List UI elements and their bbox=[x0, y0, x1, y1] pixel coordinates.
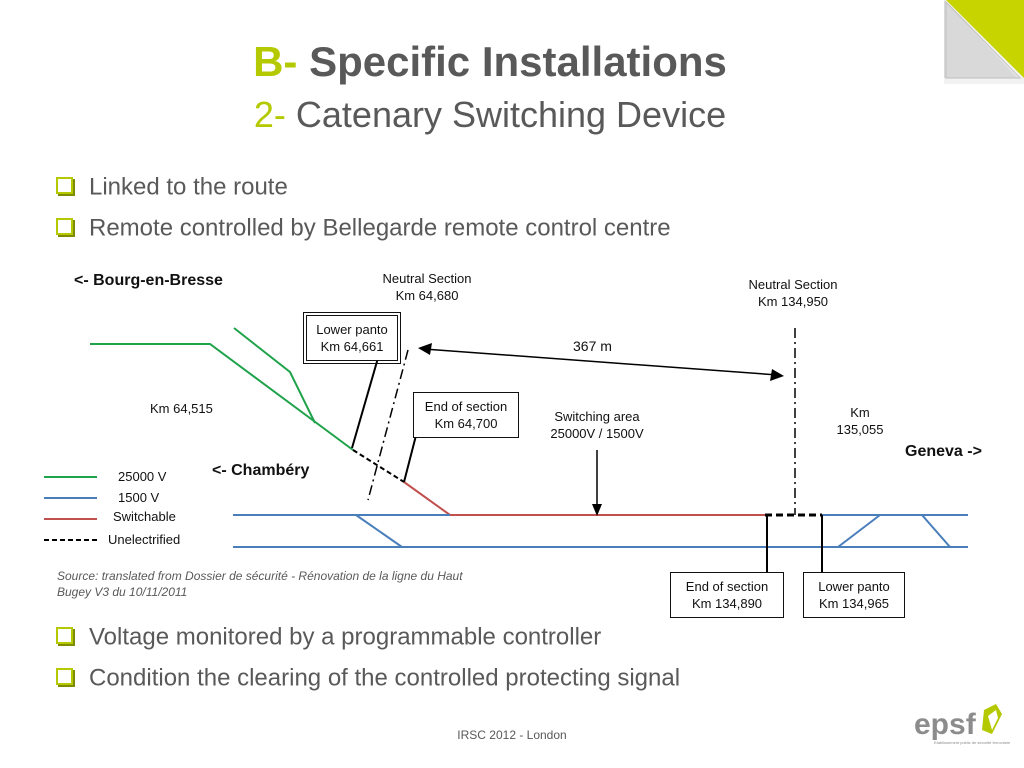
end-of-section-right-box: End of section Km 134,890 bbox=[670, 572, 784, 618]
bullet-item: Voltage monitored by a programmable cont… bbox=[56, 622, 601, 652]
title-text: Specific Installations bbox=[309, 38, 727, 85]
crossover-right-2 bbox=[921, 514, 951, 548]
line-switchable bbox=[403, 481, 765, 516]
bullet-checkbox-icon bbox=[56, 177, 73, 195]
source-note: Source: translated from Dossier de sécur… bbox=[57, 569, 463, 599]
logo-text: epsf bbox=[914, 708, 977, 741]
end-of-section-left-box: End of section Km 64,700 bbox=[413, 392, 519, 438]
neutral-section-left-label: Neutral Section Km 64,680 bbox=[382, 271, 472, 303]
legend-label-switchable: Switchable bbox=[113, 509, 176, 524]
slide-subtitle: 2- Catenary Switching Device bbox=[0, 94, 980, 136]
km-64515-label: Km 64,515 bbox=[150, 401, 213, 416]
lower-panto-right-box: Lower panto Km 134,965 bbox=[803, 572, 905, 618]
direction-chambery: <- Chambéry bbox=[212, 462, 310, 479]
subtitle-text: Catenary Switching Device bbox=[295, 94, 727, 135]
footer-text: IRSC 2012 - London bbox=[457, 728, 567, 742]
diagram-lines bbox=[44, 327, 968, 572]
bullet-item: Linked to the route bbox=[56, 172, 288, 202]
distance-arrow-head-right bbox=[770, 369, 784, 381]
slide-title: B- Specific Installations bbox=[0, 38, 980, 86]
lower-panto-left-pointer bbox=[351, 357, 379, 449]
lower-panto-left-box: Lower panto Km 64,661 bbox=[303, 312, 401, 364]
distance-label: 367 m bbox=[573, 338, 612, 354]
direction-geneva: Geneva -> bbox=[905, 443, 982, 460]
km-135055-label: Km 135,055 bbox=[836, 405, 884, 437]
neutral-section-right-label: Neutral Section Km 134,950 bbox=[748, 277, 838, 309]
legend-label-unelectrified: Unelectrified bbox=[108, 532, 181, 547]
switching-area-arrow-head bbox=[592, 504, 602, 516]
direction-bourg-en-bresse: <- Bourg-en-Bresse bbox=[74, 272, 223, 289]
subtitle-prefix: 2- bbox=[253, 94, 286, 135]
title-prefix: B- bbox=[253, 38, 298, 85]
switching-area-label: Switching area 25000V / 1500V bbox=[550, 409, 644, 441]
bullet-checkbox-icon bbox=[56, 218, 73, 236]
crossover-right-1 bbox=[837, 514, 881, 548]
corner-decoration bbox=[944, 0, 1024, 84]
line-25000v-branch bbox=[233, 327, 316, 424]
epsf-logo: epsf Etablissement public de sécurité fe… bbox=[914, 704, 1011, 745]
distance-arrow bbox=[423, 348, 779, 376]
line-25000v-main bbox=[90, 343, 354, 451]
logo-tagline: Etablissement public de sécurité ferrovi… bbox=[934, 740, 1011, 745]
catenary-diagram: <- Bourg-en-Bresse <- Chambéry Geneva ->… bbox=[0, 260, 1024, 620]
bullet-checkbox-icon bbox=[56, 627, 73, 645]
distance-arrow-head-left bbox=[418, 343, 432, 355]
crossover-left bbox=[355, 514, 403, 548]
bullet-item: Condition the clearing of the controlled… bbox=[56, 663, 680, 693]
legend-label-25000v: 25000 V bbox=[118, 469, 167, 484]
line-unelectrified-left bbox=[352, 449, 405, 483]
bullet-checkbox-icon bbox=[56, 668, 73, 686]
neutral-section-left-line bbox=[367, 349, 409, 501]
bullet-item: Remote controlled by Bellegarde remote c… bbox=[56, 213, 671, 243]
legend-label-1500v: 1500 V bbox=[118, 490, 160, 505]
